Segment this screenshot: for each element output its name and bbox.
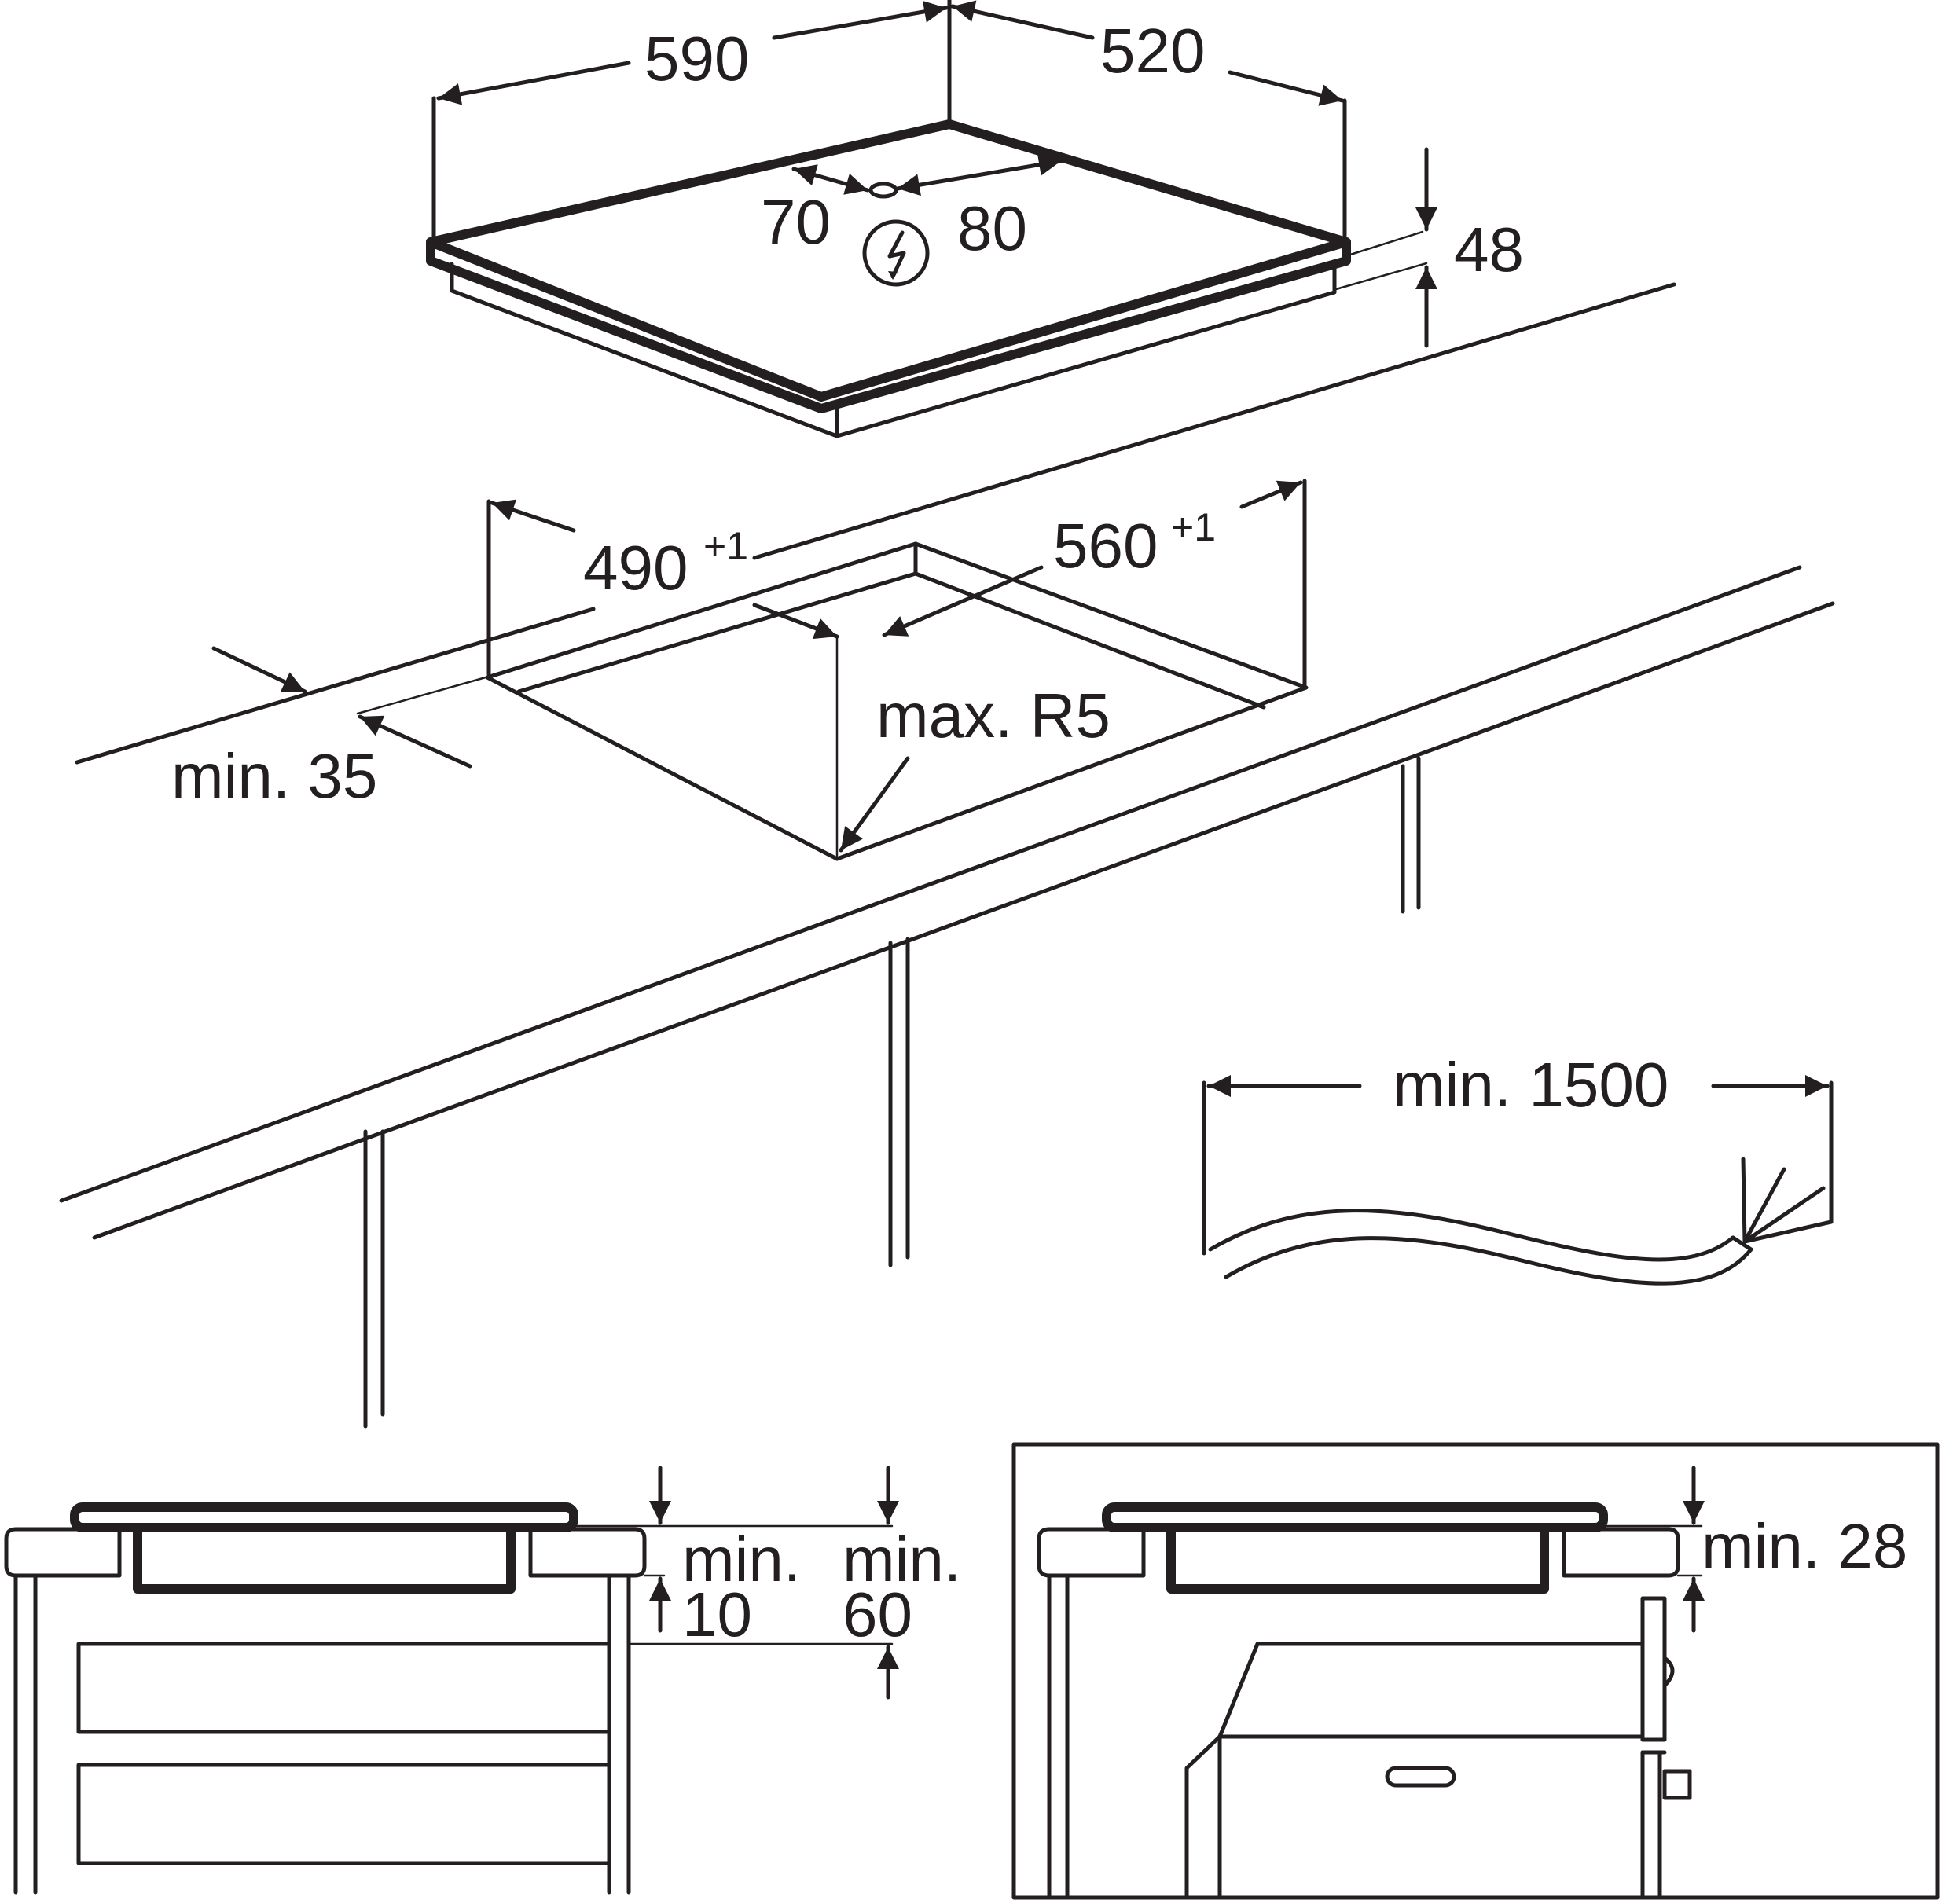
dim-520-arrow-right	[1228, 70, 1345, 106]
space-min-label-value: 60	[843, 1579, 912, 1649]
dim-70-arrow	[791, 164, 870, 195]
electrical-connection-icon	[862, 219, 930, 287]
section-drawers: min. 10 min. 60	[4, 1466, 961, 1895]
cable-length-label: min. 1500	[1393, 1050, 1669, 1120]
dim-80-arrow	[895, 153, 1063, 196]
edge-distance-label: min. 35	[171, 741, 377, 811]
dim-560-label: 560	[1053, 511, 1158, 581]
worktop-back-edge-right	[752, 282, 1676, 560]
dim-490-tolerance: +1	[703, 524, 748, 568]
radius-arrow	[839, 756, 910, 853]
dim-70-label: 70	[761, 187, 831, 257]
power-cable: min. 1500	[1202, 1050, 1834, 1286]
dim-590-arrow-left	[436, 61, 631, 105]
dim-520-label: 520	[1100, 16, 1205, 86]
section-frame	[1011, 1442, 1940, 1900]
gap-min-label-value: 10	[682, 1579, 752, 1649]
oven-gap-label: min. 28	[1702, 1511, 1907, 1581]
hob-plate-edge	[426, 237, 1351, 413]
dim-560-tolerance: +1	[1171, 505, 1216, 549]
section-oven: min. 28	[1011, 1442, 1940, 1900]
dim-590-arrow-right	[772, 0, 949, 40]
gap-min-label-line1: min.	[682, 1524, 801, 1594]
worktop: 490 +1 560 +1 max. R5 min. 35	[59, 282, 1835, 1429]
oven-handle	[1385, 1766, 1456, 1788]
worktop-front-edge	[59, 565, 1802, 1203]
dim-490-label: 490	[583, 533, 688, 603]
dim-48-label: 48	[1454, 215, 1524, 284]
dim-520-arrow-left	[950, 0, 1095, 40]
dim-80-label: 80	[957, 193, 1027, 263]
hob-top-plate	[426, 119, 1351, 402]
space-min-label-line1: min.	[843, 1524, 961, 1594]
hob-3d-view: 70 80 590 520 48	[426, 0, 1524, 438]
cable-entry-mark	[868, 182, 898, 199]
dim-590-label: 590	[644, 24, 749, 94]
cutout-outline	[485, 541, 1309, 861]
worktop-back-edge-left	[75, 607, 596, 765]
radius-label: max. R5	[876, 681, 1111, 750]
